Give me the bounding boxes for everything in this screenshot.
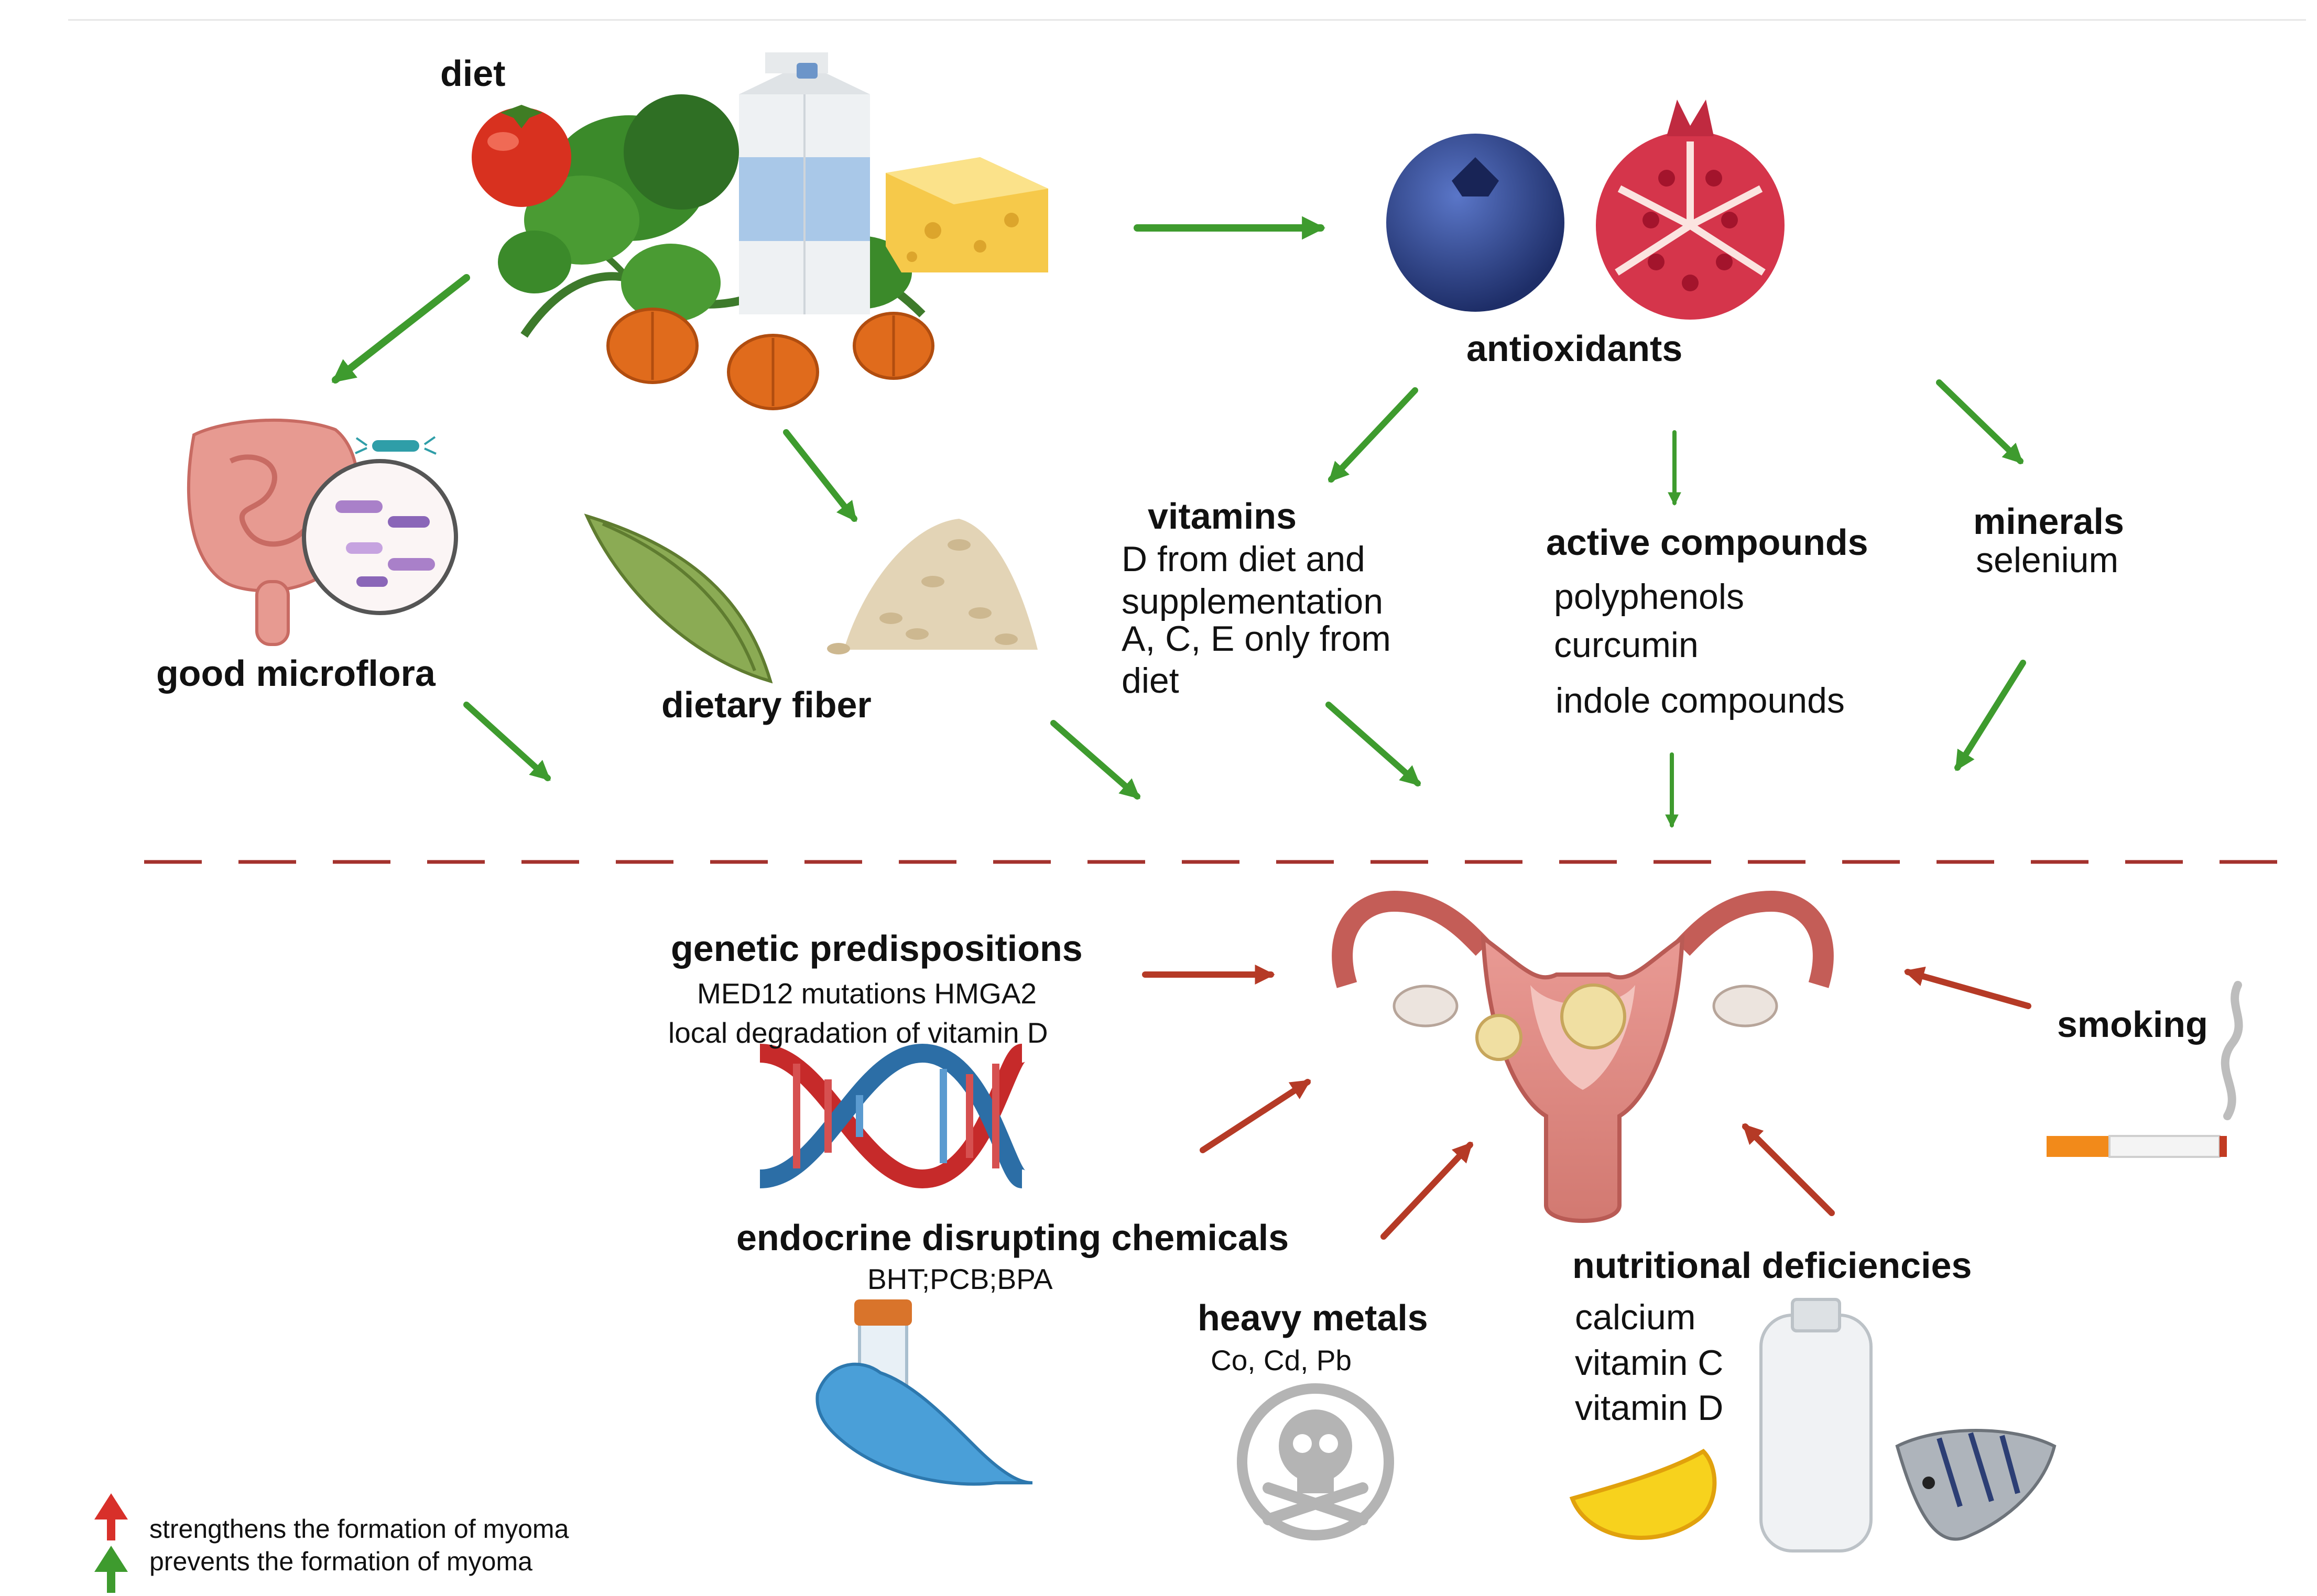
legend-arrow-red — [94, 1493, 128, 1540]
active-compounds-line: curcumin — [1554, 625, 1699, 665]
vitamins-line: supplementation — [1122, 582, 1384, 621]
arrow-fiber-down — [1050, 720, 1140, 800]
nutritional-line: calcium — [1575, 1297, 1696, 1337]
endocrine-title: endocrine disrupting chemicals — [736, 1217, 1289, 1258]
minerals-line: selenium — [1976, 540, 2119, 580]
strengthen-arrows — [1142, 964, 2031, 1240]
label-antioxidants: antioxidants — [1466, 328, 1683, 369]
dna-illustration — [759, 1043, 1027, 1189]
arrow-microflora-down — [463, 702, 551, 781]
arrow-diet-microflora — [331, 274, 470, 384]
arrow-smoking-uterus — [1903, 966, 2031, 1009]
genetic-line: MED12 mutations HMGA2 — [697, 977, 1037, 1010]
skull-icon — [1237, 1383, 1394, 1540]
arrow-antiox-vitamins — [1328, 387, 1418, 483]
vitamins-title: vitamins — [1148, 496, 1297, 537]
active-compounds-line: indole compounds — [1555, 681, 1845, 720]
endocrine-line: BHT;PCB;BPA — [867, 1263, 1053, 1295]
arrow-nutrition-uterus — [1742, 1123, 1835, 1216]
uterus-illustration — [1332, 890, 1834, 1223]
arrow-metals-uterus — [1380, 1142, 1473, 1240]
cigarette-icon — [2047, 981, 2243, 1158]
prevent-arrows — [331, 216, 2026, 828]
nutrition-illustration — [1569, 1298, 2057, 1553]
vitamins-line: diet — [1122, 661, 1179, 701]
nutritional-line: vitamin D — [1575, 1388, 1724, 1428]
legend-strengthens-label: strengthens the formation of myoma — [149, 1514, 569, 1544]
legend-prevents-label: prevents the formation of myoma — [149, 1547, 532, 1576]
label-smoking: smoking — [2057, 1004, 2208, 1045]
vitamins-line: D from diet and — [1122, 539, 1365, 579]
active-compounds-title: active compounds — [1546, 522, 1868, 563]
dietary-fiber-illustration — [584, 513, 1038, 684]
active-compounds-line: polyphenols — [1554, 577, 1744, 617]
arrow-vitamins-down — [1325, 702, 1421, 786]
arrow-antiox-minerals — [1936, 379, 2024, 464]
arrow-minerals-down — [1954, 660, 2026, 771]
arrow-diet-fiber — [783, 429, 857, 522]
label-diet: diet — [440, 53, 506, 94]
heavy-metals-line: Co, Cd, Pb — [1211, 1344, 1352, 1376]
vitamins-line: A, C, E only from — [1122, 619, 1391, 659]
nutritional-title: nutritional deficiencies — [1572, 1245, 1972, 1286]
minerals-title: minerals — [1973, 501, 2124, 542]
label-good-microflora: good microflora — [156, 653, 436, 694]
genetic-line: local degradation of vitamin D — [668, 1016, 1048, 1049]
arrow-endocrine-uterus — [1200, 1079, 1311, 1153]
heavy-metals-title: heavy metals — [1198, 1297, 1428, 1338]
endocrine-illustration — [815, 1299, 1033, 1486]
genetic-title: genetic predispositions — [671, 928, 1083, 969]
legend-arrow-green — [94, 1546, 128, 1593]
label-dietary-fiber: dietary fiber — [661, 684, 872, 725]
diet-illustration — [472, 52, 1048, 410]
antioxidants-illustration — [1386, 100, 1785, 320]
microflora-illustration — [187, 418, 458, 646]
nutritional-line: vitamin C — [1575, 1343, 1724, 1383]
